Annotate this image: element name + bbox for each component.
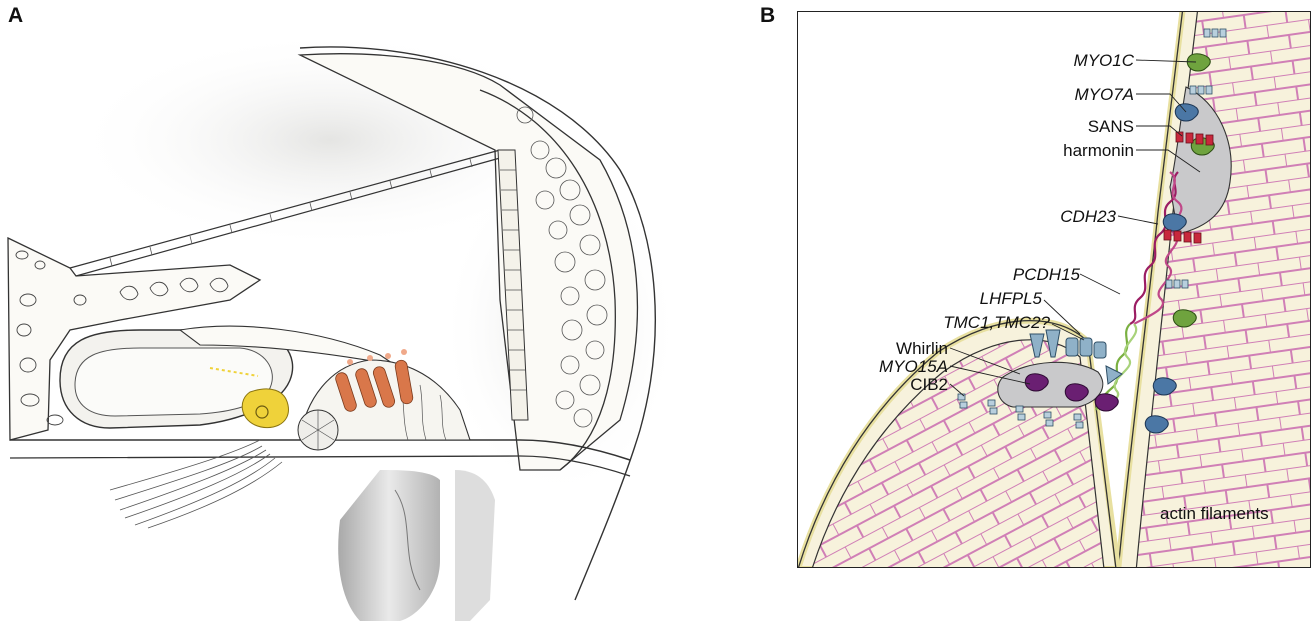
cochlear-nerve-trunk (338, 470, 440, 621)
cochlea-cross-section-illustration (0, 0, 760, 621)
label-myo1c: MYO1C (1074, 51, 1135, 70)
label-sans: SANS (1088, 117, 1134, 136)
panel-b-letter: B (760, 4, 775, 28)
stereocilia-svg: MYO1C MYO7A SANS harmonin CDH23 PCDH15 L… (798, 12, 1311, 568)
label-myo15a: MYO15A (879, 357, 948, 376)
inner-hair-cell (242, 389, 288, 428)
label-actin-filaments: actin filaments (1160, 504, 1269, 523)
label-whirlin: Whirlin (896, 339, 948, 358)
auditory-nerve-fibers (110, 440, 282, 528)
label-myo7a: MYO7A (1074, 85, 1134, 104)
label-cdh23: CDH23 (1060, 207, 1116, 226)
label-lhfpl5: LHFPL5 (980, 289, 1043, 308)
label-pcdh15: PCDH15 (1013, 265, 1081, 284)
stereocilia-tip-link-diagram: MYO1C MYO7A SANS harmonin CDH23 PCDH15 L… (797, 11, 1311, 568)
label-cib2: CIB2 (910, 375, 948, 394)
label-harmonin: harmonin (1063, 141, 1134, 160)
label-tmc: TMC1,TMC2? (943, 313, 1050, 332)
